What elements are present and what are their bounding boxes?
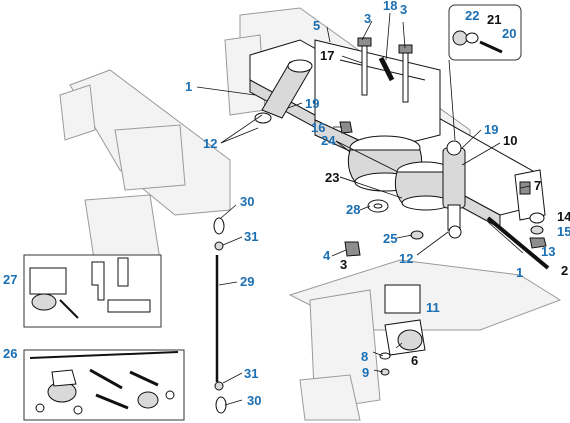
- callout-2: 2: [561, 263, 568, 278]
- shock-absorber: [442, 140, 466, 239]
- callout-12: 12: [399, 251, 413, 266]
- callout-19: 19: [305, 96, 319, 111]
- kit-inset-26: [23, 349, 185, 421]
- callout-1: 1: [516, 265, 523, 280]
- callout-18: 18: [383, 0, 397, 13]
- callout-19: 19: [484, 122, 498, 137]
- hanger-bracket-7: [514, 169, 546, 221]
- callout-24: 24: [321, 133, 336, 148]
- callout-27: 27: [3, 272, 17, 287]
- callout-29: 29: [240, 274, 254, 289]
- callout-8: 8: [361, 349, 368, 364]
- callout-labels: 1 1 2 3 3 3 4 5 6 7 8 9 10 11 12 12 13 1…: [3, 0, 570, 408]
- leveling-valve-11: [384, 284, 426, 356]
- nut-25: [410, 230, 424, 240]
- callout-31: 31: [244, 229, 258, 244]
- kit-inset-21-22: [448, 4, 522, 141]
- air-spring-bellows: [347, 135, 456, 211]
- leader-lines: [196, 12, 531, 406]
- callout-11: 11: [426, 300, 440, 315]
- callout-30: 30: [247, 393, 261, 408]
- callout-10: 10: [503, 133, 517, 148]
- callout-12: 12: [203, 136, 217, 151]
- callout-21: 21: [487, 12, 501, 27]
- frame-rail-lower: [288, 259, 562, 421]
- callout-9: 9: [362, 365, 369, 380]
- callout-16: 16: [311, 120, 325, 135]
- nut-16: [339, 121, 353, 134]
- callout-17: 17: [320, 48, 334, 63]
- frame-rail-left-ghost: [59, 69, 231, 266]
- u-bolt-left: [357, 37, 372, 96]
- callout-20: 20: [502, 26, 516, 41]
- callout-3: 3: [340, 257, 347, 272]
- callout-7: 7: [534, 178, 541, 193]
- link-rod-29: [213, 217, 227, 414]
- shock-absorber-left: [254, 59, 313, 124]
- callout-6: 6: [411, 353, 418, 368]
- callout-26: 26: [3, 346, 17, 361]
- nut-4: [344, 241, 361, 257]
- callout-3: 3: [364, 11, 371, 26]
- callout-4: 4: [323, 248, 331, 263]
- callout-14: 14: [557, 209, 570, 224]
- callout-13: 13: [541, 244, 555, 259]
- hardware-right: [486, 212, 550, 270]
- callout-3: 3: [400, 2, 407, 17]
- callout-25: 25: [383, 231, 397, 246]
- callout-30: 30: [240, 194, 254, 209]
- callout-15: 15: [557, 224, 570, 239]
- callout-23: 23: [325, 170, 339, 185]
- callout-1: 1: [185, 79, 192, 94]
- kit-inset-27: [23, 254, 162, 328]
- callout-5: 5: [313, 18, 320, 33]
- callout-22: 22: [465, 8, 479, 23]
- washer-28: [367, 199, 389, 213]
- callout-31: 31: [244, 366, 258, 381]
- bolt-18: [378, 56, 395, 82]
- u-bolt-right: [398, 44, 413, 103]
- callout-28: 28: [346, 202, 360, 217]
- hardware-8-9: [379, 352, 391, 376]
